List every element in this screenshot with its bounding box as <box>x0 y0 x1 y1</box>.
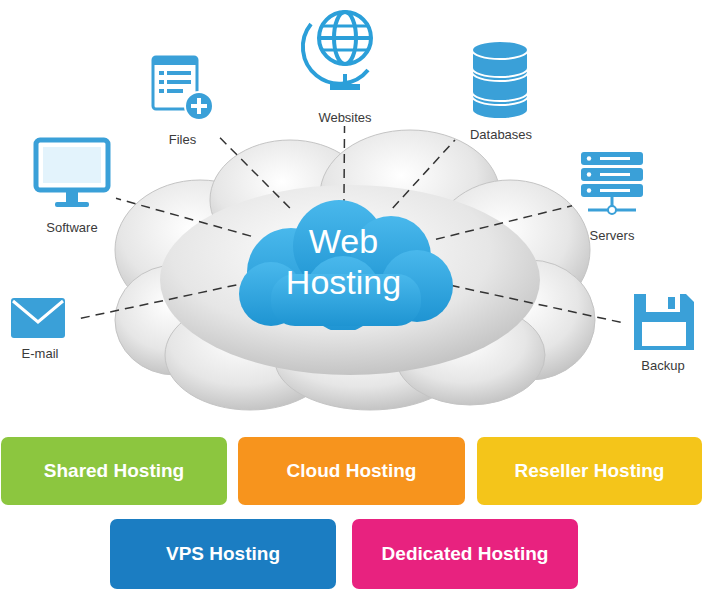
hosting-type-box: Dedicated Hosting <box>352 519 578 589</box>
envelope-icon <box>11 298 65 338</box>
floppy-icon <box>634 294 694 350</box>
dashed-connector <box>75 282 251 320</box>
box-label: VPS Hosting <box>166 543 280 565</box>
grey-cloud <box>115 130 595 410</box>
dashed-connector <box>220 138 290 208</box>
icon-node: Servers <box>572 148 652 244</box>
box-label: Reseller Hosting <box>515 460 665 482</box>
server-icon <box>581 152 643 214</box>
cloud-label: Web Hosting <box>269 221 419 303</box>
files-icon <box>153 57 213 120</box>
cloud-shape <box>231 194 456 330</box>
icon-label: Backup <box>639 358 686 374</box>
hosting-cloud: Web Hosting <box>231 194 456 330</box>
icon-label: E-mail <box>20 346 61 362</box>
database-icon <box>472 41 528 119</box>
box-label: Dedicated Hosting <box>382 543 549 565</box>
hosting-type-box: Shared Hosting <box>1 437 227 505</box>
icon-node: Websites <box>300 2 390 126</box>
dashed-connector <box>393 140 455 208</box>
hosting-type-box: Reseller Hosting <box>477 437 702 505</box>
icon-node: Software <box>28 136 116 236</box>
icon-label: Files <box>167 132 198 148</box>
dashed-connector <box>343 126 345 208</box>
dashed-connector <box>436 206 572 239</box>
icon-label: Databases <box>468 127 534 143</box>
icon-node: Databases <box>455 36 547 143</box>
icon-label: Servers <box>588 228 637 244</box>
icon-label: Websites <box>316 110 373 126</box>
hosting-type-box: Cloud Hosting <box>238 437 465 505</box>
dashed-connector <box>116 198 251 236</box>
icon-node: Files <box>145 52 220 148</box>
icon-label: Software <box>44 220 99 236</box>
monitor-icon <box>36 140 108 207</box>
box-label: Cloud Hosting <box>287 460 417 482</box>
globe-icon <box>303 12 371 90</box>
dashed-connector <box>436 282 626 323</box>
box-label: Shared Hosting <box>44 460 184 482</box>
icon-node: E-mail <box>5 292 75 362</box>
icon-node: Backup <box>626 289 700 374</box>
hosting-type-box: VPS Hosting <box>110 519 336 589</box>
